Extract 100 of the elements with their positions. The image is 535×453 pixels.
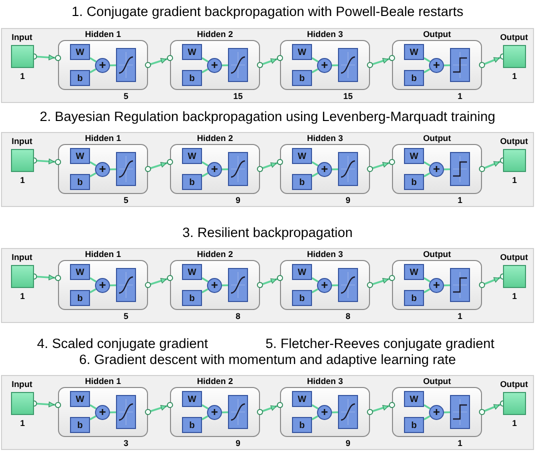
neuron-count: 15 [342,91,354,101]
neuron-count: 8 [234,311,242,321]
output-label: Output [499,136,529,146]
bias-block: b [292,290,312,306]
section-heading: 4. Scaled conjugate gradient [36,336,210,352]
weight-block: W [182,391,202,407]
transfer-function-block [450,152,470,186]
layer-name: Hidden 1 [84,29,122,39]
weight-block: W [404,44,424,60]
layer-name: Hidden 2 [196,376,234,386]
layer-name: Output [422,249,452,259]
connector-line [312,404,319,410]
bias-block: b [292,70,312,86]
layer-name: Hidden 2 [196,29,234,39]
weight-block: W [404,264,424,280]
connector-line [222,168,228,170]
size-number: 1 [19,175,26,185]
connector-line [424,277,431,282]
connector-line [424,404,431,410]
connector-arrow [256,274,284,288]
connector-line [202,161,209,166]
neuron-count: 9 [344,438,352,448]
connector-arrow [366,402,396,416]
connector-line [110,64,116,66]
input-label: Input [10,136,34,146]
connector-line [444,64,450,66]
connector-line [202,57,209,62]
output-label: Output [499,379,529,389]
neuron-count: 1 [456,195,464,205]
connector-line [110,168,116,170]
bias-block: b [292,417,312,433]
layer-name: Output [422,376,452,386]
connector-line [312,172,318,178]
layer-name: Output [422,133,452,143]
section-heading: 1. Conjugate gradient backpropagation with Powell-Beale restarts [70,4,464,20]
neuron-count: 1 [456,438,464,448]
bias-block: b [404,417,424,433]
transfer-function-block [116,48,136,82]
size-number: 1 [511,418,518,428]
connector-line [444,168,450,170]
size-number: 1 [19,291,26,301]
bias-block: b [182,417,202,433]
transfer-function-block [116,395,136,429]
output-label: Output [499,32,529,42]
connector-line [424,415,430,420]
weight-block: W [182,148,202,164]
weight-block: W [292,264,312,280]
bias-block: b [182,174,202,190]
bias-block: b [182,70,202,86]
weight-block: W [70,44,90,60]
weight-block: W [404,391,424,407]
connector-line [90,57,97,62]
size-number: 1 [511,71,518,81]
transfer-function-block [116,268,136,302]
weight-block: W [70,264,90,280]
connector-arrow [366,158,396,172]
weight-block: W [292,44,312,60]
connector-line [90,277,97,282]
size-number: 1 [511,175,518,185]
weight-block: W [292,148,312,164]
connector-line [90,415,96,420]
bias-block: b [70,174,90,190]
layer-name: Hidden 3 [306,249,344,259]
connector-line [202,68,208,74]
connector-line [424,288,430,294]
connector-arrow [256,158,284,172]
connector-arrow [366,54,396,68]
neuron-count: 15 [232,91,244,101]
neuron-count: 9 [234,438,242,448]
layer-name: Hidden 3 [306,29,344,39]
connector-line [222,64,228,66]
layer-name: Hidden 1 [84,249,122,259]
input-label: Input [10,252,34,262]
transfer-function-block [450,48,470,82]
connector-line [332,168,338,170]
connector-line [202,415,208,420]
weight-block: W [182,264,202,280]
connector-line [110,284,116,286]
bias-block: b [70,290,90,306]
connector-line [202,277,209,282]
section-heading: 5. Fletcher-Reeves conjugate gradient [264,336,496,352]
connector-line [222,411,228,414]
connector-line [424,57,431,62]
connector-line [312,161,319,166]
connector-line [312,57,319,62]
transfer-function-block [228,48,248,82]
layer-name: Hidden 1 [84,133,122,143]
transfer-function-block [338,395,358,429]
input-label: Input [10,32,34,42]
connector-line [202,172,208,178]
neuron-count: 9 [234,195,242,205]
connector-line [444,411,450,414]
size-number: 1 [19,418,26,428]
bias-block: b [404,290,424,306]
size-number: 1 [19,71,26,81]
connector-line [312,277,319,282]
bias-block: b [404,174,424,190]
bias-block: b [70,417,90,433]
connector-line [312,68,318,74]
neuron-count: 5 [122,91,130,101]
